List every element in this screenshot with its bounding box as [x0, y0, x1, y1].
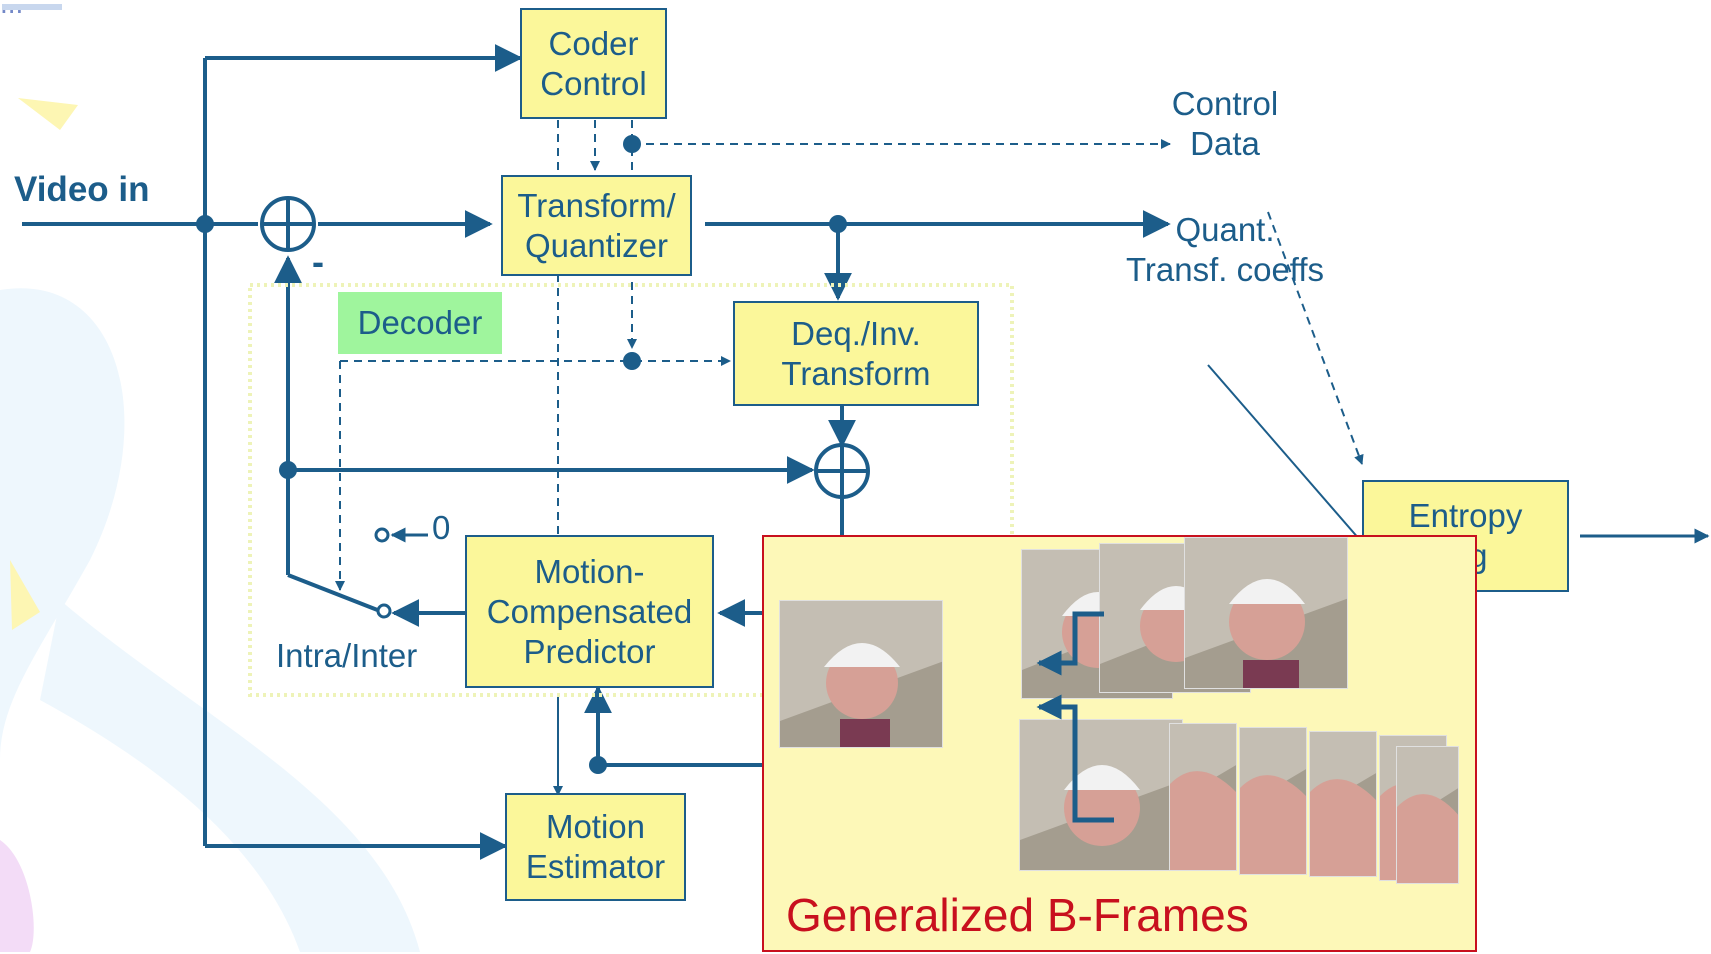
zero-input-label: 0 — [432, 509, 451, 546]
motion-compensated-predictor-block[interactable]: Motion- Compensated Predictor — [465, 535, 714, 688]
generalized-b-frames-title: Generalized B-Frames — [786, 889, 1249, 941]
intra-inter-label: Intra/Inter — [276, 637, 418, 674]
generalized-b-frames-panel: Generalized B-Frames — [762, 535, 1477, 952]
decoder-label: Decoder — [338, 292, 502, 354]
b-frame-reference-arrows — [1036, 611, 1114, 823]
b-frame-top-3 — [1184, 537, 1348, 689]
transform-quantizer-block[interactable]: Transform/ Quantizer — [501, 175, 692, 276]
motion-estimator-block[interactable]: Motion Estimator — [505, 793, 686, 901]
coder-control-block[interactable]: Coder Control — [520, 8, 667, 119]
minus-sign: - — [312, 241, 324, 282]
b-frame-bottom-2 — [1169, 723, 1237, 871]
control-data-label: Control Data — [1171, 85, 1279, 162]
b-frame-bottom-3 — [1239, 727, 1307, 875]
b-frame-bottom-1 — [1019, 719, 1183, 871]
video-in-label: Video in — [14, 170, 150, 209]
b-frame-bottom-4 — [1309, 731, 1377, 877]
adder-reconstruction-icon — [814, 443, 870, 499]
b-frame-bottom-6 — [1396, 746, 1459, 884]
title-mark: ... — [0, 0, 24, 19]
deq-inv-transform-block[interactable]: Deq./Inv. Transform — [733, 301, 979, 406]
quant-transf-coeffs-label: Quant. Transf. coeffs — [1125, 211, 1325, 288]
reference-frame-image — [779, 600, 943, 748]
adder-input-icon — [260, 196, 316, 252]
